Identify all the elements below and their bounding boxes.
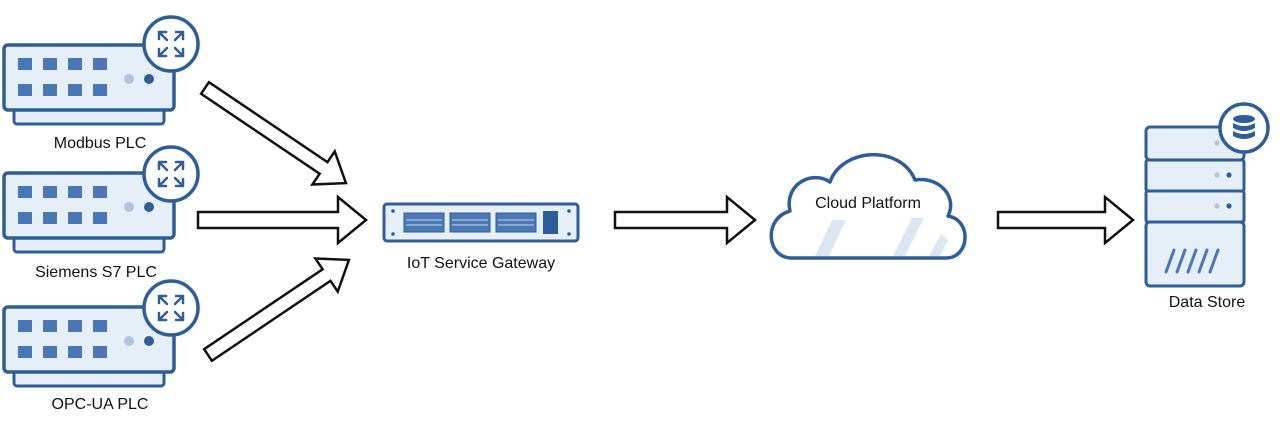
router-icon <box>142 15 200 73</box>
gateway-appliance-icon <box>382 202 580 243</box>
router-icon <box>142 279 200 337</box>
switch-icon <box>2 171 176 254</box>
cloud-node: Cloud Platform <box>769 153 967 260</box>
plc-opcua-node: OPC-UA PLC <box>2 279 200 413</box>
arrow-plc-opcua-to-gateway <box>202 257 351 363</box>
switch-icon <box>2 43 176 126</box>
switch-icon <box>2 305 176 388</box>
plc-modbus-node: Modbus PLC <box>2 15 200 152</box>
gateway-label: IoT Service Gateway <box>407 255 555 272</box>
plc-opcua-label: OPC-UA PLC <box>52 396 149 413</box>
arrow-plc-siemens-to-gateway <box>196 194 368 246</box>
plc-siemens-node: Siemens S7 PLC <box>2 145 200 281</box>
datastore-label: Data Store <box>1169 294 1246 311</box>
arrow-gateway-to-cloud <box>613 194 757 246</box>
database-icon <box>1218 102 1270 154</box>
server-icon <box>1144 125 1246 288</box>
cloud-label: Cloud Platform <box>815 195 921 212</box>
router-icon <box>142 145 200 203</box>
plc-siemens-label: Siemens S7 PLC <box>35 264 157 281</box>
arrows <box>196 80 1135 363</box>
arrow-cloud-to-datastore <box>996 194 1135 246</box>
cloud-icon <box>769 153 967 260</box>
gateway-node: IoT Service Gateway <box>382 202 580 272</box>
arrow-plc-modbus-to-gateway <box>199 80 348 186</box>
datastore-node: Data Store <box>1144 102 1270 311</box>
plc-modbus-label: Modbus PLC <box>54 135 147 152</box>
